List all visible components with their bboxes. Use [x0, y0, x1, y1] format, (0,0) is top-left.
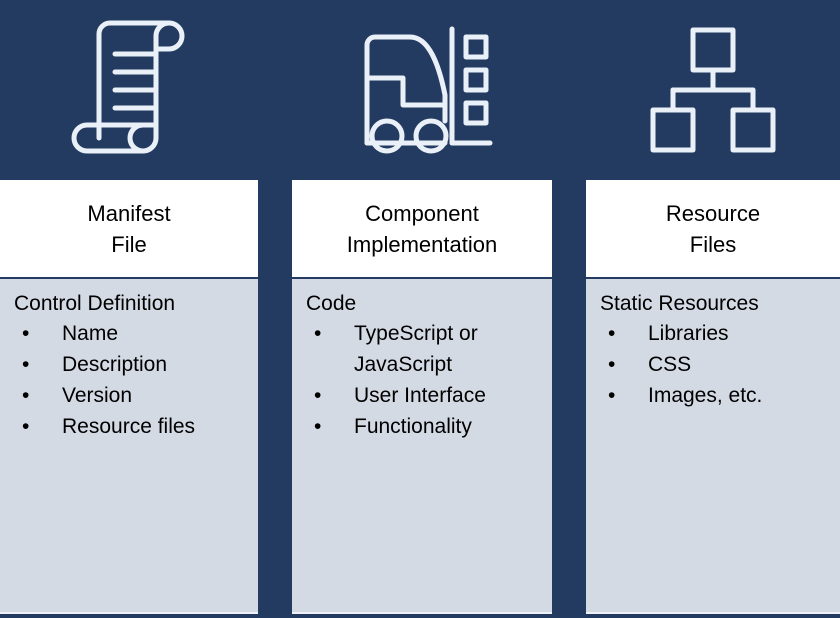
bullet-glyph: •: [314, 322, 322, 345]
list-item-label: TypeScript or JavaScript: [354, 322, 478, 376]
title-line-1: Component: [365, 200, 479, 226]
scroll-icon: [65, 20, 193, 160]
body-card-resources: Static Resources • Libraries • CSS • Ima…: [586, 279, 840, 614]
list-item: • CSS: [586, 349, 840, 380]
bullet-glyph: •: [22, 384, 30, 407]
list-item-label: Images, etc.: [648, 384, 763, 407]
list-item: • Images, etc.: [586, 380, 840, 411]
list-item: • User Interface: [292, 380, 552, 411]
list-item-label: CSS: [648, 353, 692, 376]
bullet-glyph: •: [314, 415, 322, 438]
title-card-component: Component Implementation: [292, 180, 552, 277]
list-item: • Resource files: [0, 411, 258, 442]
bullet-glyph: •: [22, 353, 30, 376]
bullet-glyph: •: [22, 415, 30, 438]
title-card-resources: Resource Files: [586, 180, 840, 277]
list-item-label: Libraries: [648, 322, 729, 345]
column-resources: Resource Files Static Resources • Librar…: [586, 180, 840, 616]
title-line-2: Files: [689, 231, 737, 257]
bullet-glyph: •: [608, 322, 616, 345]
list-item: • Description: [0, 349, 258, 380]
title-line-1: Resource: [665, 200, 761, 226]
title-line-2: Implementation: [346, 231, 498, 257]
list-item: • TypeScript or JavaScript: [292, 318, 552, 380]
list-item: • Name: [0, 318, 258, 349]
list-item-label: Name: [62, 322, 119, 345]
bullet-glyph: •: [314, 384, 322, 407]
panel-bottom-edge: [0, 612, 258, 614]
forklift-icon: [347, 23, 497, 158]
list-item-label: Version: [62, 384, 133, 407]
panel-bottom-edge: [586, 612, 840, 614]
title-card-manifest: Manifest File: [0, 180, 258, 277]
list-item-label: Resource files: [62, 415, 196, 438]
column-component: Component Implementation Code • TypeScri…: [292, 180, 552, 616]
list-item-label: Description: [62, 353, 168, 376]
bullet-list: • Libraries • CSS • Images, etc.: [586, 318, 840, 411]
body-card-component: Code • TypeScript or JavaScript • User I…: [292, 279, 552, 614]
body-heading: Static Resources: [600, 292, 759, 315]
icon-slot-component: [292, 0, 552, 180]
list-item-label: Functionality: [354, 415, 472, 438]
bullet-list: • Name • Description • Version • Resourc…: [0, 318, 258, 442]
list-item-label: User Interface: [354, 384, 486, 407]
list-item: • Libraries: [586, 318, 840, 349]
list-item: • Version: [0, 380, 258, 411]
bullet-glyph: •: [608, 353, 616, 376]
body-card-manifest: Control Definition • Name • Description …: [0, 279, 258, 614]
title-line-1: Manifest: [87, 200, 171, 226]
bullet-list: • TypeScript or JavaScript • User Interf…: [292, 318, 552, 442]
panel-bottom-edge: [292, 612, 552, 614]
body-heading: Control Definition: [14, 292, 176, 315]
icon-slot-manifest: [0, 0, 258, 180]
hierarchy-icon: [648, 25, 778, 155]
bullet-glyph: •: [22, 322, 30, 345]
column-manifest: Manifest File Control Definition • Name …: [0, 180, 258, 616]
bullet-glyph: •: [608, 384, 616, 407]
icon-slot-resources: [586, 0, 840, 180]
title-line-2: File: [111, 231, 147, 257]
list-item: • Functionality: [292, 411, 552, 442]
body-heading: Code: [306, 292, 357, 315]
